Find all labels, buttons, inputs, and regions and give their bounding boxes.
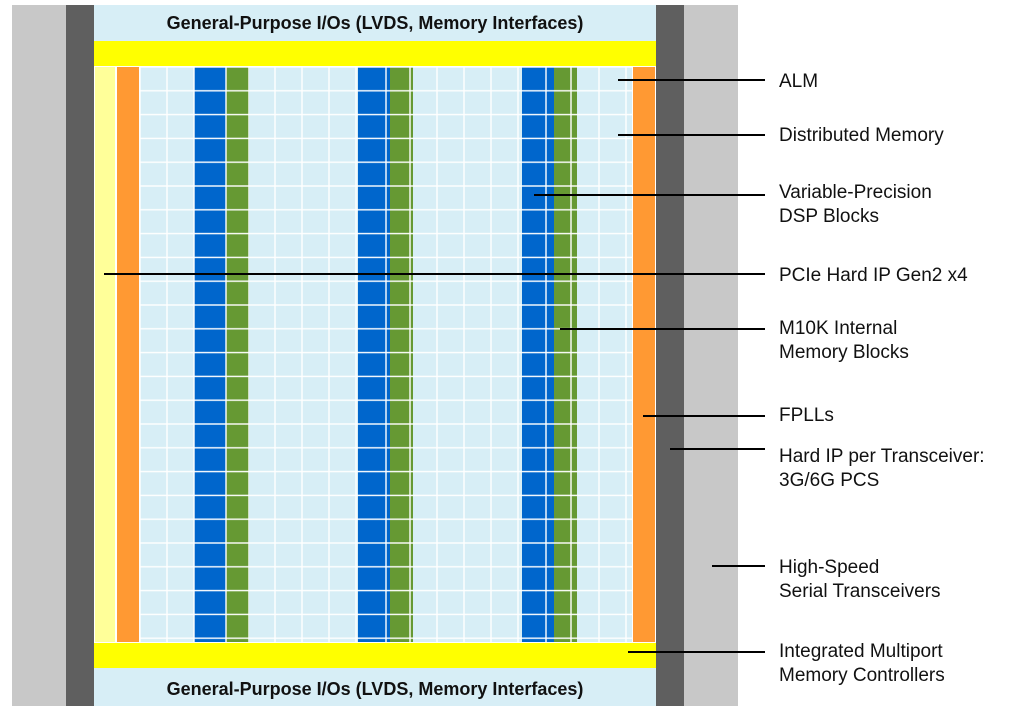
dsp-column xyxy=(358,67,390,642)
io-bank-bottom-label: General-Purpose I/Os (LVDS, Memory Inter… xyxy=(166,679,584,699)
callout-line: M10K Internal xyxy=(779,318,898,339)
hard-ip-left xyxy=(66,5,94,706)
io-bank-top-label: General-Purpose I/Os (LVDS, Memory Inter… xyxy=(166,13,584,33)
callout-line: 3G/6G PCS xyxy=(779,470,880,491)
callout-line: Hard IP per Transceiver: xyxy=(779,446,985,467)
callout-line: FPLLs xyxy=(779,405,834,426)
io-bank-top xyxy=(94,5,656,41)
callout-line: Variable-Precision xyxy=(779,182,932,203)
callout-memory-controllers: Integrated Multiport Memory Controllers xyxy=(779,640,945,688)
callout-distributed-memory: Distributed Memory xyxy=(779,124,944,148)
io-bank-bottom xyxy=(94,668,656,706)
fpll-right xyxy=(633,67,655,642)
callout-serial-transceivers: High-Speed Serial Transceivers xyxy=(779,556,941,604)
transceiver-right xyxy=(684,5,738,706)
callout-hard-ip-transceiver: Hard IP per Transceiver: 3G/6G PCS xyxy=(779,445,985,493)
transceiver-left xyxy=(12,5,66,706)
callout-line: Integrated Multiport xyxy=(779,641,943,662)
callout-line: PCIe Hard IP Gen2 x4 xyxy=(779,265,968,286)
callout-alm: ALM xyxy=(779,70,818,94)
m10k-column xyxy=(226,67,249,642)
m10k-column xyxy=(554,67,577,642)
dsp-column xyxy=(522,67,554,642)
dsp-column xyxy=(194,67,226,642)
callout-dsp-blocks: Variable-Precision DSP Blocks xyxy=(779,181,932,229)
callout-line: Memory Controllers xyxy=(779,665,945,686)
callout-line: Memory Blocks xyxy=(779,342,909,363)
callout-line: ALM xyxy=(779,71,819,92)
memory-controller-bottom xyxy=(94,643,656,668)
callout-line: High-Speed xyxy=(779,557,880,578)
hard-ip-right xyxy=(656,5,684,706)
callout-m10k-memory: M10K Internal Memory Blocks xyxy=(779,317,909,365)
m10k-column xyxy=(390,67,413,642)
callout-line: Serial Transceivers xyxy=(779,581,941,602)
memory-controller-top xyxy=(94,41,656,66)
callout-line: Distributed Memory xyxy=(779,125,944,146)
callout-line: DSP Blocks xyxy=(779,206,879,227)
pcie-hard-ip-block xyxy=(95,67,115,642)
callout-fplls: FPLLs xyxy=(779,404,834,428)
fpll-left xyxy=(117,67,139,642)
callout-pcie-hard-ip: PCIe Hard IP Gen2 x4 xyxy=(779,264,968,288)
